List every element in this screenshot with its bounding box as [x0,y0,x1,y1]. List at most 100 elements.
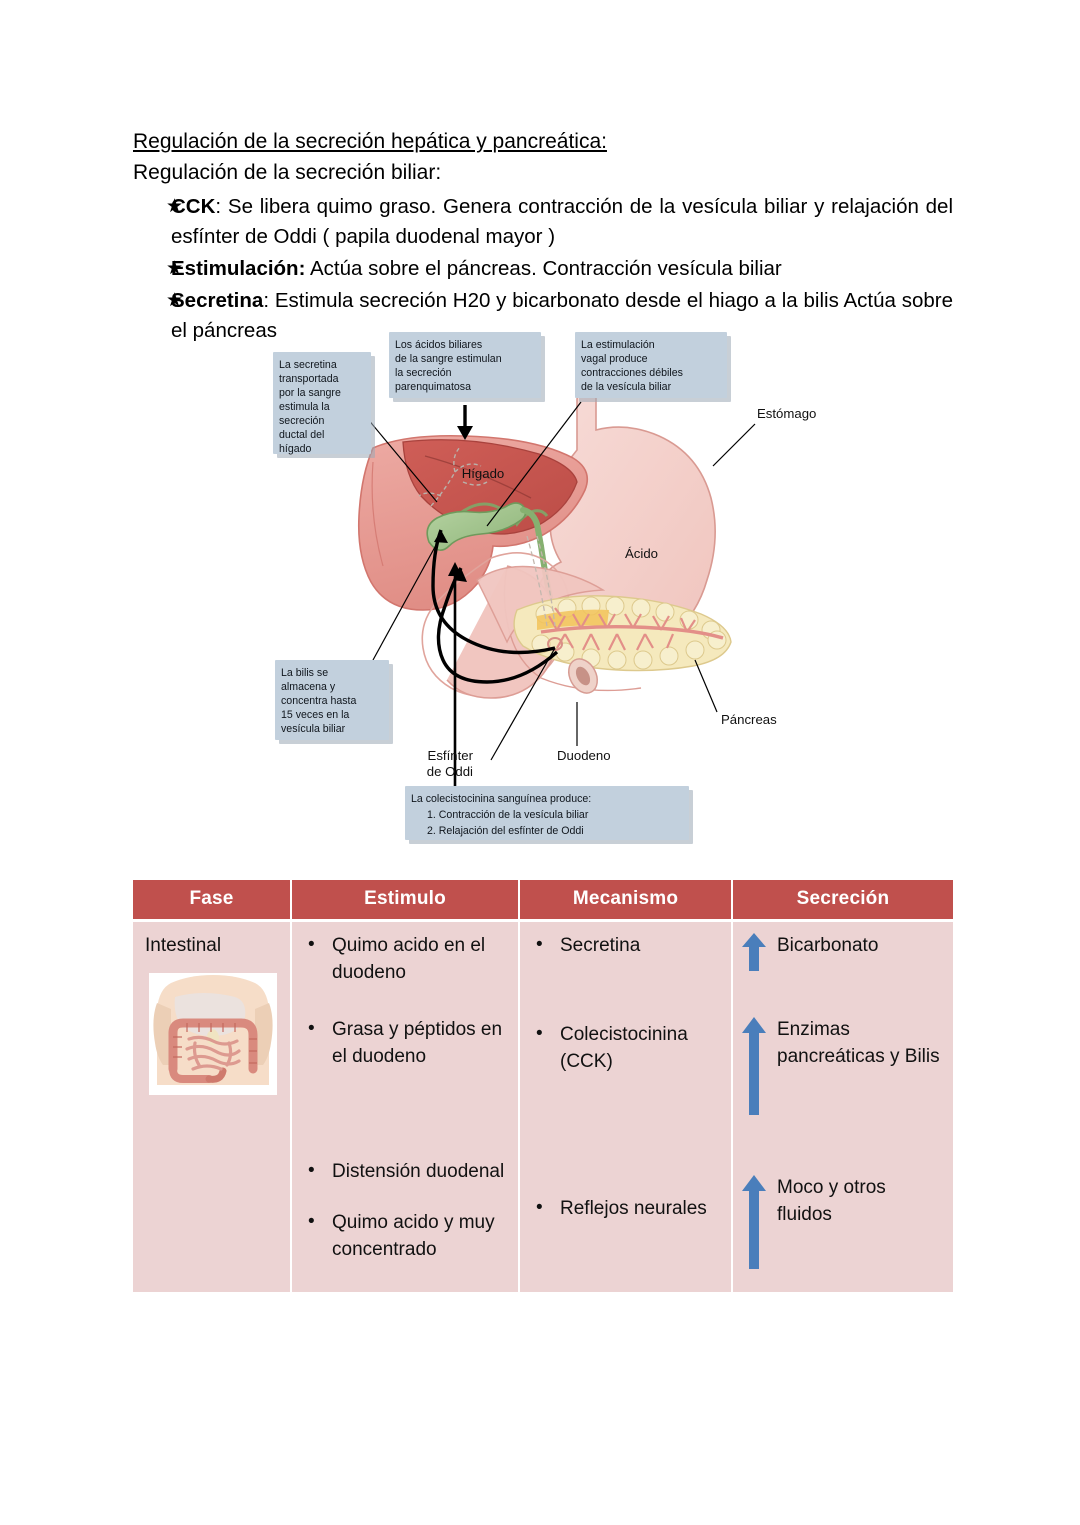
callout-acidos-l3: la secreción [395,367,452,379]
list-item: • Grasa y péptidos en el duodeno [300,1016,508,1070]
callout-bilis-l5: vesícula biliar [281,723,346,735]
section-subtitle: Regulación de la secreción biliar: [133,161,442,184]
secrecion-entry-1: Bicarbonato [741,932,943,972]
label-pancreas: Páncreas [721,712,777,727]
callout-vagal-l3: contracciones débiles [581,367,683,379]
callout-bilis-l3: concentra hasta [281,695,356,707]
list-item: • Colecistocinina (CCK) [528,1021,721,1075]
spacer [300,986,508,1016]
leader-lines [366,401,756,761]
phases-table: Fase Estimulo Mecanismo Secreción Intest… [133,880,953,1292]
spacer [741,972,943,1016]
mecanismo-item-3: Reflejos neurales [560,1198,707,1219]
table-row: Intestinal [133,920,953,1292]
callout-cck-l2: 1. Contracción de la vesícula biliar [427,809,589,821]
estimulo-item-1: Quimo acido en el duodeno [332,935,486,983]
label-higado: Hígado [462,466,505,481]
list-item: • Quimo acido y muy concentrado [300,1209,508,1263]
column-header-fase: Fase [133,880,292,922]
secrecion-item-3: Moco y otros fluidos [777,1177,886,1225]
spacer [528,1075,721,1195]
callout-secretina-l5: secreción [279,415,324,427]
label-estomago: Estómago [757,406,816,421]
label-duodeno: Duodeno [557,748,611,763]
callout-cck-l3: 2. Relajación del esfínter de Oddi [427,825,584,837]
biliary-regulation-diagram: La secretina transportada por la sangre … [255,330,835,850]
callout-bilis-l4: 15 veces en la [281,709,349,721]
label-esfinter-l2: de Oddi [427,764,473,779]
column-header-secrecion: Secreción [732,880,953,922]
callout-vagal-l1: La estimulación [581,339,655,351]
cell-estimulo: • Quimo acido en el duodeno • Grasa y pé… [291,920,520,1292]
secrecion-entry-2: Enzimas pancreáticas y Bilis [741,1016,943,1116]
star-bullet-icon: ★ [166,196,184,217]
callout-secretina-l3: por la sangre [279,387,341,399]
spacer [300,1185,508,1209]
bullet-icon: • [308,934,315,955]
list-item-term: Secretina [171,289,264,312]
bullet-icon: • [308,1160,315,1181]
list-item-text: Actúa sobre el páncreas. Contracción ves… [310,257,782,280]
bullet-list: ★ CCK: Se libera quimo graso. Genera con… [133,192,953,346]
callout-bilis-l2: almacena y [281,681,336,693]
bullet-icon: • [536,1023,543,1044]
list-item: • Secretina [528,932,721,959]
cck-vertical-arrow [448,562,462,786]
callout-acidos-l2: de la sangre estimulan [395,353,502,365]
list-item: ★ Secretina: Estimula secreción H20 y bi… [133,286,953,346]
estimulo-item-3: Distensión duodenal [332,1161,505,1182]
callout-acidos-l4: parenquimatosa [395,381,471,393]
bullet-icon: • [308,1018,315,1039]
abdomen-anatomy-thumbnail [149,973,277,1095]
callout-cck-l1: La colecistocinina sanguínea produce: [411,793,591,805]
label-esfinter-l1: Esfínter [428,748,474,763]
list-item-term: CCK [171,195,216,218]
callout-acidos-biliares: Los ácidos biliares de la sangre estimul… [389,332,545,402]
callout-secretina-l6: ductal del [279,429,324,441]
cell-fase: Intestinal [133,920,292,1292]
up-arrow-icon [742,1017,766,1115]
list-item-separator: : [215,195,222,218]
page-title: Regulación de la secreción hepática y pa… [133,130,607,153]
fase-label: Intestinal [145,935,222,956]
list-item: ★ Estimulación: Actúa sobre el páncreas.… [133,254,953,284]
list-item: • Quimo acido en el duodeno [300,932,508,986]
callout-colecistocinina: La colecistocinina sanguínea produce: 1.… [405,786,693,844]
callout-secretina-l7: hígado [279,443,312,455]
spacer [300,1070,508,1158]
callout-acidos-l1: Los ácidos biliares [395,339,482,351]
estimulo-item-4: Quimo acido y muy concentrado [332,1212,495,1260]
table-header-row: Fase Estimulo Mecanismo Secreción [133,880,953,922]
bullet-icon: • [308,1211,315,1232]
star-bullet-icon: ★ [166,290,184,311]
secrecion-item-1: Bicarbonato [777,935,879,956]
callout-vagal-l2: vagal produce [581,353,648,365]
organ-illustration [357,386,732,699]
list-item-term: Estimulación: [171,257,306,280]
spacer [741,1116,943,1174]
secrecion-item-2: Enzimas pancreáticas y Bilis [777,1019,940,1067]
list-item-separator: : [263,289,270,312]
estimulo-list: • Quimo acido en el duodeno • Grasa y pé… [300,932,508,1263]
column-header-mecanismo: Mecanismo [519,880,733,922]
cell-secrecion: Bicarbonato Enzimas pancreáticas y Bilis… [732,920,953,1292]
column-header-estimulo: Estimulo [291,880,520,922]
mecanismo-item-1: Secretina [560,935,641,956]
callout-secretina-l4: estimula la [279,401,330,413]
list-item: ★ CCK: Se libera quimo graso. Genera con… [133,192,953,252]
callout-vagal-l4: de la vesícula biliar [581,381,672,393]
spacer [528,959,721,1021]
secrecion-entry-3: Moco y otros fluidos [741,1174,943,1270]
callout-bilis-l1: La bilis se [281,667,328,679]
bullet-icon: • [536,1197,543,1218]
estimulo-item-2: Grasa y péptidos en el duodeno [332,1019,503,1067]
up-arrow-icon [742,1175,766,1269]
callout-bilis: La bilis se almacena y concentra hasta 1… [275,660,393,744]
callout-secretina: La secretina transportada por la sangre … [273,352,375,458]
flow-arrows [431,529,559,684]
up-arrow-icon [742,933,766,971]
star-bullet-icon: ★ [166,258,184,279]
callout-secretina-l2: transportada [279,373,339,385]
callout-secretina-l1: La secretina [279,359,337,371]
bile-acids-down-arrow [457,405,473,440]
